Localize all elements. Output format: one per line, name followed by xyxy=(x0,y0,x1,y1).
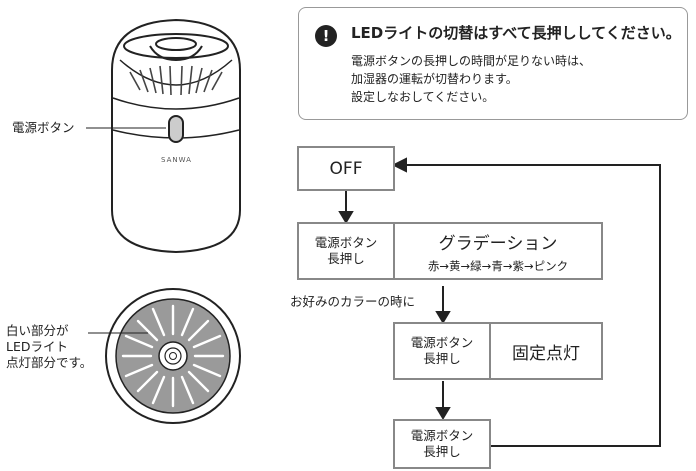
press-step-2-line-1: 電源ボタン xyxy=(410,335,474,350)
top-view-label-2: LEDライト xyxy=(6,339,68,354)
state-fixed: 固定点灯 xyxy=(489,322,603,380)
state-off: OFF xyxy=(297,146,395,191)
vent-slits xyxy=(129,65,223,96)
notice-title: LEDライトの切替はすべて長押ししてください。 xyxy=(351,24,681,42)
press-step-1: 電源ボタン 長押し xyxy=(297,222,395,280)
top-view-label-1: 白い部分が xyxy=(6,323,69,338)
notice-line-1: 電源ボタンの長押しの時間が足りない時は、 xyxy=(351,54,592,68)
press-step-3-line-1: 電源ボタン xyxy=(410,428,474,443)
press-step-2: 電源ボタン 長押し xyxy=(393,322,491,380)
top-view-label-3: 点灯部分です。 xyxy=(6,355,93,370)
color-timing-note: お好みのカラーの時に xyxy=(290,294,416,309)
state-off-label: OFF xyxy=(329,158,363,179)
warning-icon: ! xyxy=(315,25,337,47)
notice-line-3: 設定しなおしてください。 xyxy=(351,90,495,104)
fixed-label: 固定点灯 xyxy=(512,343,580,364)
press-step-3-line-2: 長押し xyxy=(423,444,461,459)
gradation-sequence: 赤→黄→緑→青→紫→ピンク xyxy=(427,258,569,273)
humidifier-icon xyxy=(111,18,241,254)
notice-box: ! LEDライトの切替はすべて長押ししてください。 電源ボタンの長押しの時間が足… xyxy=(298,7,688,120)
led-rays xyxy=(121,304,225,408)
press-step-1-line-1: 電源ボタン xyxy=(314,235,378,250)
gradation-title: グラデーション xyxy=(438,233,558,254)
brand-text: SANWA xyxy=(161,156,192,164)
flow-arrows xyxy=(338,157,661,447)
press-step-2-line-2: 長押し xyxy=(423,351,461,366)
notice-line-2: 加湿器の運転が切替わります。 xyxy=(351,72,518,86)
press-step-3: 電源ボタン 長押し xyxy=(393,419,491,469)
press-step-1-line-2: 長押し xyxy=(327,251,365,266)
state-gradation: グラデーション 赤→黄→緑→青→紫→ピンク xyxy=(393,222,603,280)
power-button-label: 電源ボタン xyxy=(12,120,75,135)
